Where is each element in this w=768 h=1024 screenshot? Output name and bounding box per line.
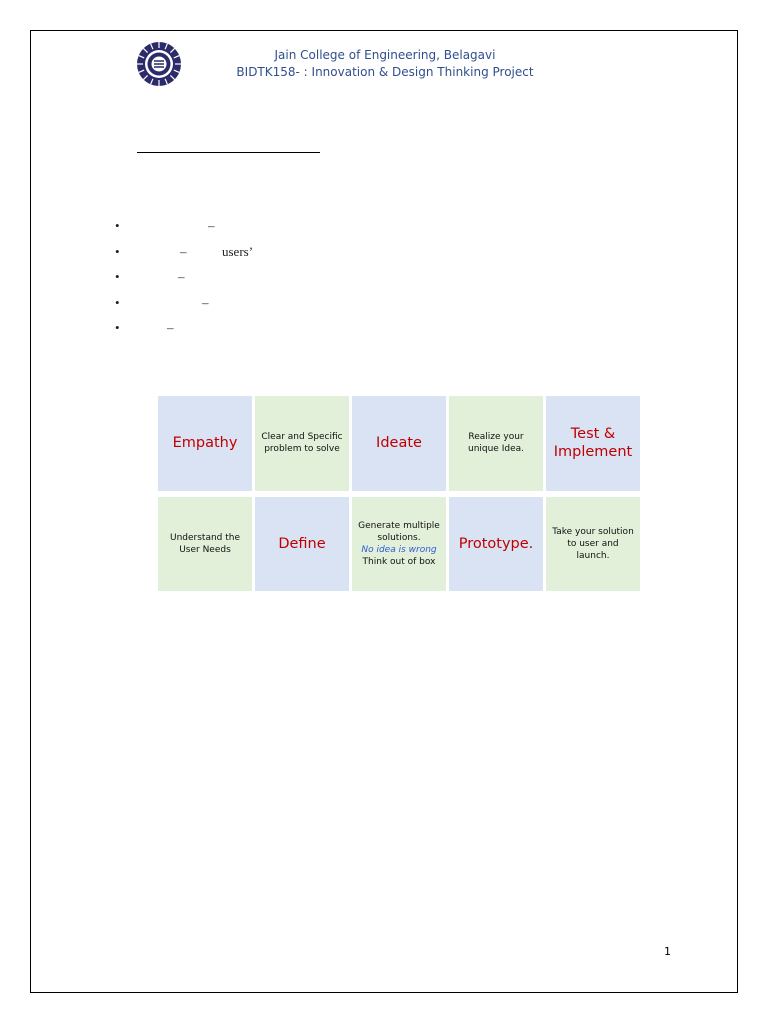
page-border bbox=[30, 30, 738, 993]
list-item: • – bbox=[112, 320, 512, 346]
course-title: BIDTK158- : Innovation & Design Thinking… bbox=[236, 65, 534, 79]
design-thinking-grid: Empathy Clear and Specific problem to so… bbox=[158, 396, 640, 592]
description-cell-empathy: Understand the User Needs bbox=[158, 496, 252, 591]
list-item: • – bbox=[112, 218, 512, 244]
bullet-dash: – bbox=[167, 320, 174, 335]
bullet-dash: – bbox=[208, 218, 215, 233]
page-number: 1 bbox=[664, 945, 671, 958]
stage-cell-empathy: Empathy bbox=[158, 396, 252, 491]
description-cell-test: Take your solution to user and launch. bbox=[546, 496, 640, 591]
bullet-icon: • bbox=[115, 294, 120, 310]
stage-cell-define: Define bbox=[255, 496, 349, 591]
bullet-dash: – bbox=[202, 294, 209, 310]
document-header: Jain College of Engineering, Belagavi BI… bbox=[190, 47, 580, 81]
ideate-description: Generate multiple solutions. bbox=[358, 520, 440, 543]
description-cell-define: Clear and Specific problem to solve bbox=[255, 396, 349, 491]
bullet-icon: • bbox=[115, 243, 120, 259]
bullet-icon: • bbox=[115, 269, 120, 284]
bullet-icon: • bbox=[115, 218, 120, 233]
bullet-text: users’ bbox=[222, 243, 254, 259]
description-cell-ideate: Generate multiple solutions. No idea is … bbox=[352, 496, 446, 591]
bullet-dash: – bbox=[178, 269, 185, 284]
list-item: • – bbox=[112, 269, 512, 295]
stage-cell-ideate: Ideate bbox=[352, 396, 446, 491]
college-logo-icon bbox=[137, 42, 181, 86]
stage-cell-prototype: Prototype. bbox=[449, 496, 543, 591]
description-cell-prototype: Realize your unique Idea. bbox=[449, 396, 543, 491]
college-name: Jain College of Engineering, Belagavi bbox=[274, 48, 496, 62]
title-underline bbox=[137, 152, 320, 153]
ideate-extra: Think out of box bbox=[362, 556, 436, 567]
list-item: • – users’ bbox=[112, 244, 512, 270]
list-item: • – bbox=[112, 295, 512, 321]
ideate-note: No idea is wrong bbox=[361, 544, 437, 555]
bullet-list: • – • – users’ • – • – • – bbox=[112, 218, 512, 346]
bullet-dash: – bbox=[180, 243, 187, 259]
stage-cell-test-implement: Test & Implement bbox=[546, 396, 640, 491]
bullet-icon: • bbox=[115, 320, 120, 335]
